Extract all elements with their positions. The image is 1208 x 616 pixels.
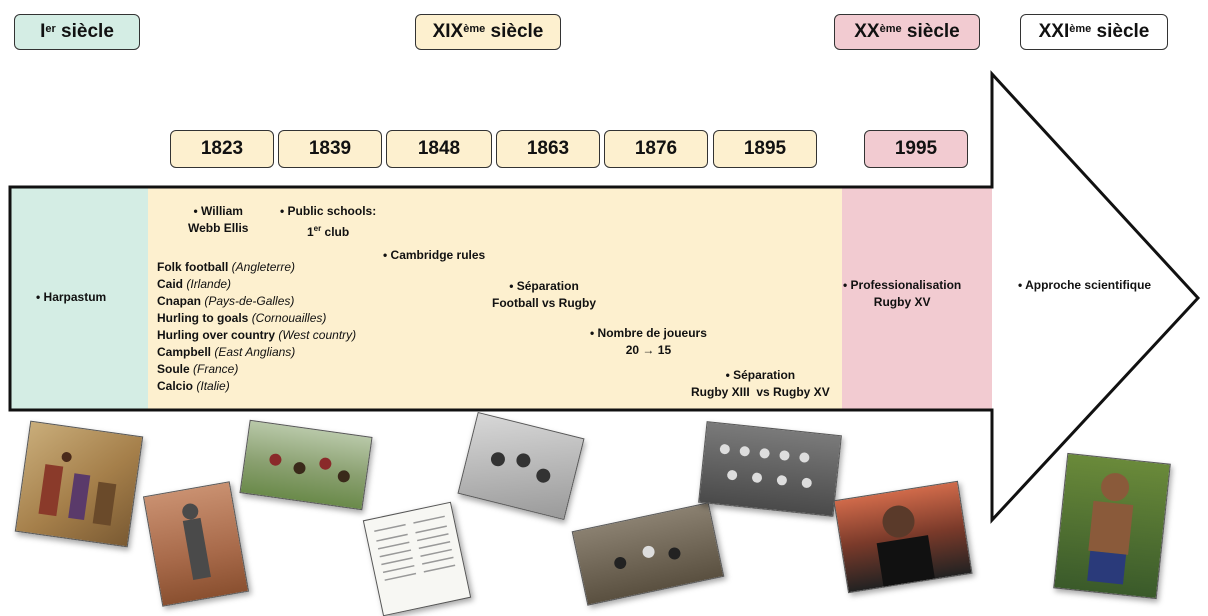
photo-all-blacks-player bbox=[833, 480, 973, 594]
century-roman: XIX bbox=[432, 21, 464, 42]
event-text-rest: club bbox=[321, 225, 350, 239]
photo-team-photo bbox=[698, 421, 842, 517]
folk-game-region: (West country) bbox=[278, 328, 357, 342]
event-separation-football-rugby: • Séparation Football vs Rugby bbox=[492, 278, 596, 312]
folk-game-name: Caid bbox=[157, 277, 184, 291]
year-box-1895: 1895 bbox=[713, 130, 817, 168]
century-suffix: siècle bbox=[1091, 21, 1150, 42]
event-text-num: 1 bbox=[306, 225, 314, 239]
folk-game-item: Soule (France) bbox=[157, 361, 356, 378]
year-box-1848: 1848 bbox=[386, 130, 492, 168]
event-professionalisation: • Professionalisation Rugby XV bbox=[843, 277, 961, 311]
photo-cambridge-rules-document bbox=[362, 501, 472, 616]
folk-game-region: (Angleterre) bbox=[231, 260, 296, 274]
century-sup: ème bbox=[463, 23, 486, 35]
photo-webb-ellis-statue bbox=[142, 481, 250, 607]
event-separation-xiii-xv: • Séparation Rugby XIII vs Rugby XV bbox=[691, 367, 830, 401]
event-text: 1er club bbox=[280, 220, 376, 241]
event-text: Webb Ellis bbox=[188, 221, 249, 235]
century-roman: XXI bbox=[1038, 21, 1070, 42]
century-roman: I bbox=[40, 21, 46, 42]
photo-early-match bbox=[571, 502, 725, 606]
folk-game-item: Cnapan (Pays-de-Galles) bbox=[157, 293, 356, 310]
band-1st-century bbox=[10, 187, 148, 410]
event-text: • William bbox=[193, 204, 243, 218]
folk-game-name: Calcio bbox=[157, 379, 194, 393]
folk-game-region: (East Anglians) bbox=[214, 345, 296, 359]
event-text: • Nombre de joueurs bbox=[590, 326, 707, 340]
year-box-1863: 1863 bbox=[496, 130, 600, 168]
photo-modern-player bbox=[1053, 452, 1171, 600]
event-text: • Public schools: bbox=[280, 204, 377, 218]
folk-game-region: (France) bbox=[193, 362, 239, 376]
folk-game-name: Hurling to goals bbox=[157, 311, 249, 325]
arrow-outline bbox=[8, 70, 1201, 524]
event-harpastum: • Harpastum bbox=[36, 290, 107, 304]
event-text-sup: er bbox=[313, 224, 322, 233]
event-public-schools: • Public schools: 1er club bbox=[280, 203, 376, 241]
band-20th-century bbox=[842, 187, 992, 410]
century-suffix: siècle bbox=[901, 21, 960, 42]
event-william-webb-ellis: • William Webb Ellis bbox=[188, 203, 248, 237]
folk-game-name: Soule bbox=[157, 362, 190, 376]
folk-game-item: Hurling to goals (Cornouailles) bbox=[157, 310, 356, 327]
year-box-1823: 1823 bbox=[170, 130, 274, 168]
century-sup: ème bbox=[879, 23, 902, 35]
century-suffix: siècle bbox=[55, 21, 114, 42]
event-text: Football vs Rugby bbox=[492, 296, 597, 310]
event-text: Rugby XV bbox=[873, 295, 931, 309]
folk-game-name: Cnapan bbox=[157, 294, 202, 308]
event-text: 20 → 15 bbox=[625, 343, 672, 357]
year-box-1876: 1876 bbox=[604, 130, 708, 168]
century-sup: er bbox=[45, 23, 56, 35]
folk-game-region: (Italie) bbox=[196, 379, 230, 393]
band-19th-century bbox=[148, 187, 842, 410]
folk-game-item: Folk football (Angleterre) bbox=[157, 259, 356, 276]
year-box-1839: 1839 bbox=[278, 130, 382, 168]
event-text: • Séparation bbox=[509, 279, 579, 293]
folk-game-item: Campbell (East Anglians) bbox=[157, 344, 356, 361]
folk-game-name: Campbell bbox=[157, 345, 212, 359]
folk-games-list: Folk football (Angleterre) Caid (Irlande… bbox=[157, 259, 356, 395]
photo-roman-fresco bbox=[14, 420, 144, 548]
folk-game-item: Caid (Irlande) bbox=[157, 276, 356, 293]
folk-game-name: Hurling over country bbox=[157, 328, 276, 342]
folk-game-region: (Irlande) bbox=[186, 277, 232, 291]
event-nombre-de-joueurs: • Nombre de joueurs 20 → 15 bbox=[590, 325, 707, 359]
event-cambridge-rules: • Cambridge rules bbox=[383, 248, 486, 262]
century-sup: ème bbox=[1069, 23, 1092, 35]
folk-game-item: Calcio (Italie) bbox=[157, 378, 356, 395]
event-text: Rugby XIII vs Rugby XV bbox=[691, 385, 830, 399]
event-approche-scientifique: • Approche scientifique bbox=[1018, 278, 1152, 292]
year-box-1995: 1995 bbox=[864, 130, 968, 168]
event-text: • Professionalisation bbox=[843, 278, 962, 292]
photo-school-match-painting bbox=[239, 419, 373, 511]
folk-game-region: (Cornouailles) bbox=[251, 311, 327, 325]
folk-game-item: Hurling over country (West country) bbox=[157, 327, 356, 344]
folk-game-name: Folk football bbox=[157, 260, 229, 274]
century-roman: XX bbox=[854, 21, 880, 42]
photo-football-vs-rugby-engraving bbox=[457, 411, 585, 521]
century-suffix: siècle bbox=[485, 21, 544, 42]
event-text: • Séparation bbox=[725, 368, 796, 382]
folk-game-region: (Pays-de-Galles) bbox=[204, 294, 295, 308]
